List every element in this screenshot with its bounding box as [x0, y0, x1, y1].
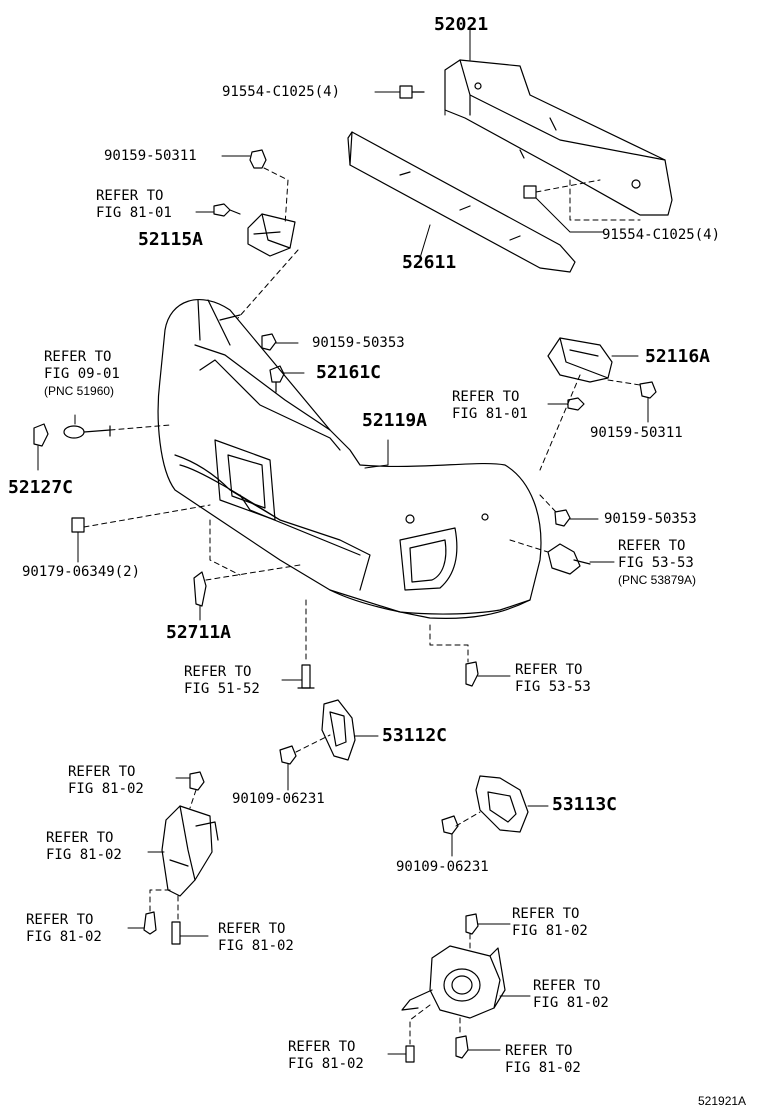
- label-52119a: 52119A: [362, 410, 428, 431]
- ref-81-02-b: REFER TO FIG 81-02: [46, 830, 122, 864]
- ref-line: REFER TO: [44, 349, 112, 365]
- bracket-52711a: [193, 571, 207, 607]
- label-52115a: 52115A: [138, 229, 204, 250]
- ref-line: FIG 81-02: [46, 847, 122, 863]
- label-52127c: 52127C: [8, 477, 74, 498]
- clip-53-53-lower: [465, 661, 479, 687]
- ref-81-01-left: REFER TO FIG 81-01: [96, 188, 172, 222]
- bracket-52116a: [547, 337, 613, 383]
- reinforcement-dash: [444, 89, 641, 221]
- ref-81-02-h: REFER TO FIG 81-02: [505, 1043, 581, 1077]
- clip-90159-top: [249, 149, 267, 169]
- bolt-51-52: [297, 664, 315, 689]
- label-52611: 52611: [402, 252, 457, 273]
- ref-line: REFER TO: [512, 906, 580, 922]
- ref-81-02-a: REFER TO FIG 81-02: [68, 764, 144, 798]
- ref-line: REFER TO: [452, 389, 520, 405]
- label-52116a: 52116A: [645, 346, 711, 367]
- ref-line: FIG 81-02: [288, 1056, 364, 1072]
- screw-81-01-right: [567, 397, 585, 411]
- towing-hook: [63, 425, 111, 439]
- clip-52161c: [269, 365, 285, 393]
- ref-line: FIG 09-01: [44, 366, 120, 382]
- label-90109-left: 90109-06231: [232, 791, 325, 807]
- ref-line: FIG 53-53: [515, 679, 591, 695]
- ref-line: (PNC 53879A): [618, 573, 697, 587]
- label-52021: 52021: [434, 14, 489, 35]
- bolt-91554-right: [523, 185, 537, 199]
- ref-line: REFER TO: [533, 978, 601, 994]
- ref-line: FIG 81-02: [68, 781, 144, 797]
- ref-line: FIG 81-02: [505, 1060, 581, 1076]
- screw-81-01-left: [213, 203, 241, 217]
- screw-90159-50353-top: [261, 333, 277, 351]
- grille-53113c: [475, 775, 529, 833]
- label-90109-right: 90109-06231: [396, 859, 489, 875]
- ref-line: FIG 53-53: [618, 555, 694, 571]
- ref-line: FIG 81-02: [218, 938, 294, 954]
- ref-line: FIG 81-02: [512, 923, 588, 939]
- ref-line: FIG 81-01: [96, 205, 172, 221]
- label-90179: 90179-06349(2): [22, 564, 141, 580]
- cap-52127c: [33, 423, 49, 447]
- screw-90109-left: [279, 745, 297, 765]
- ref-81-01-right: REFER TO FIG 81-01: [452, 389, 528, 423]
- label-91554-right: 91554-C1025(4): [602, 227, 721, 243]
- ref-81-02-d: REFER TO FIG 81-02: [218, 921, 294, 955]
- ref-81-02-f: REFER TO FIG 81-02: [533, 978, 609, 1012]
- bumper-reinforcement: [444, 59, 673, 216]
- sensor-53879a: [547, 543, 591, 575]
- ref-line: REFER TO: [96, 188, 164, 204]
- energy-absorber: [347, 131, 576, 273]
- label-52711a: 52711A: [166, 622, 232, 643]
- label-90159-50353-right: 90159-50353: [604, 511, 697, 527]
- ref-53-53-lower: REFER TO FIG 53-53: [515, 662, 591, 696]
- ref-09-01: REFER TO FIG 09-01 (PNC 51960): [44, 349, 120, 400]
- grille-53112c: [321, 699, 356, 761]
- ref-line: (PNC 51960): [44, 384, 115, 398]
- ref-line: REFER TO: [618, 538, 686, 554]
- bolt-91554-top: [399, 85, 425, 99]
- bumper-cover: [157, 299, 542, 619]
- fog-lamp-bracket-left: [143, 771, 219, 945]
- label-91554-top: 91554-C1025(4): [222, 84, 341, 100]
- clip-90179: [71, 517, 85, 533]
- ref-81-02-e: REFER TO FIG 81-02: [512, 906, 588, 940]
- ref-53-53-upper: REFER TO FIG 53-53 (PNC 53879A): [618, 538, 696, 589]
- ref-51-52: REFER TO FIG 51-52: [184, 664, 260, 698]
- ref-line: FIG 81-02: [533, 995, 609, 1011]
- ref-line: FIG 81-02: [26, 929, 102, 945]
- figure-id: 521921A: [698, 1094, 747, 1108]
- fog-lamp-assembly-right: [401, 913, 506, 1063]
- label-53113c: 53113C: [552, 794, 618, 815]
- ref-line: REFER TO: [218, 921, 286, 937]
- bracket-52115a: [247, 213, 296, 257]
- ref-line: REFER TO: [46, 830, 114, 846]
- label-90159-50311-right: 90159-50311: [590, 425, 683, 441]
- ref-line: REFER TO: [26, 912, 94, 928]
- label-90159-50311-top: 90159-50311: [104, 148, 197, 164]
- ref-line: FIG 81-01: [452, 406, 528, 422]
- ref-line: REFER TO: [505, 1043, 573, 1059]
- ref-line: REFER TO: [68, 764, 136, 780]
- clip-90159-right: [639, 381, 657, 399]
- ref-line: FIG 51-52: [184, 681, 260, 697]
- ref-81-02-g: REFER TO FIG 81-02: [288, 1039, 364, 1073]
- screw-90159-50353-right: [554, 509, 571, 527]
- ref-line: REFER TO: [184, 664, 252, 680]
- ref-line: REFER TO: [515, 662, 583, 678]
- screw-90109-right: [441, 815, 459, 835]
- ref-line: REFER TO: [288, 1039, 356, 1055]
- label-52161c: 52161C: [316, 362, 382, 383]
- ref-81-02-c: REFER TO FIG 81-02: [26, 912, 102, 946]
- label-90159-50353-top: 90159-50353: [312, 335, 405, 351]
- label-53112c: 53112C: [382, 725, 448, 746]
